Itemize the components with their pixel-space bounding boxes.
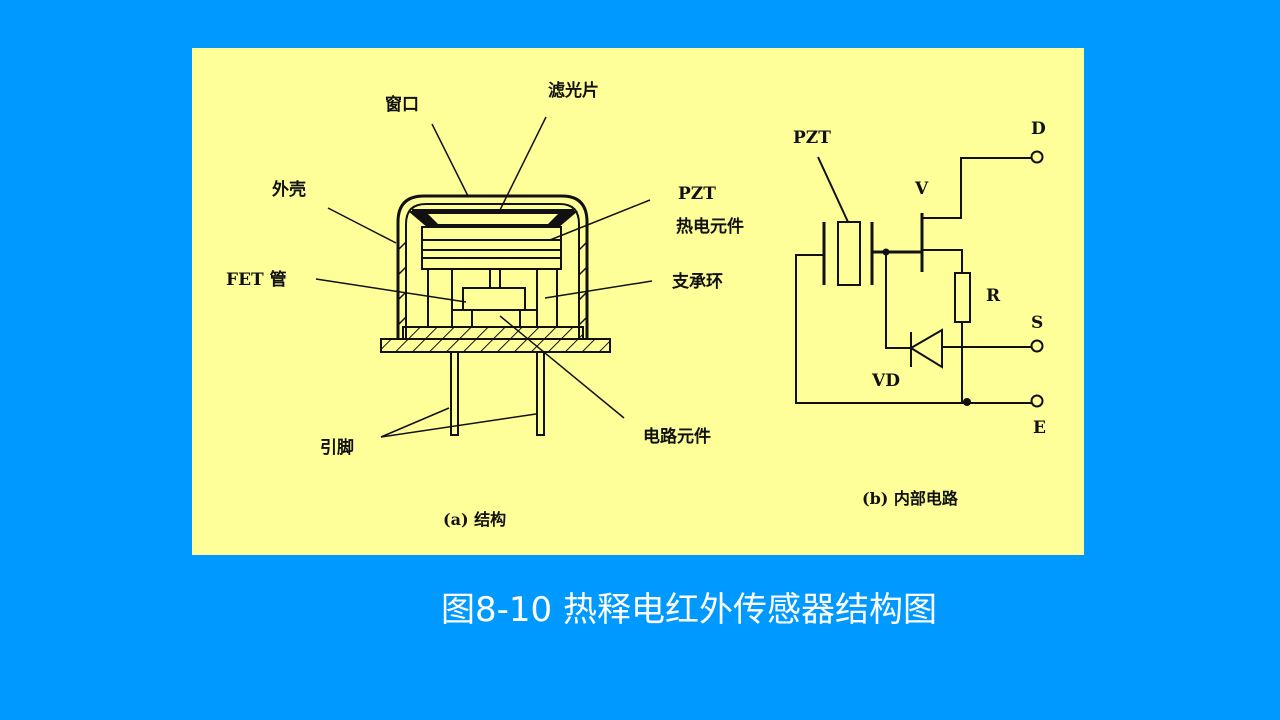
- diagram-canvas: 窗口 滤光片 外壳 PZT 热电元件 FET 管 支承环 引脚 电路元件 (a)…: [226, 80, 1046, 529]
- caption-structure: (a) 结构: [443, 510, 506, 529]
- support-ring: [427, 269, 558, 327]
- flange: [380, 338, 611, 353]
- label-filter: 滤光片: [548, 80, 599, 101]
- internal-circuit-drawing: PZT V R VD D S E (b) 内部电路: [793, 119, 1046, 508]
- label-pyro-element: 热电元件: [676, 216, 744, 237]
- label-r: R: [986, 286, 1001, 306]
- label-pins: 引脚: [320, 437, 354, 458]
- leader-lines: [315, 116, 653, 438]
- terminal-e: [1030, 394, 1044, 408]
- housing-inner: [405, 203, 580, 338]
- label-support-ring: 支承环: [672, 271, 723, 292]
- pzt-element: [421, 226, 562, 270]
- label-fet: FET 管: [226, 269, 287, 290]
- label-e: E: [1033, 418, 1046, 438]
- figure-caption: 图8-10 热释电红外传感器结构图: [441, 590, 937, 630]
- diode-triangle: [909, 328, 943, 369]
- pin-right: [536, 351, 545, 436]
- terminal-s: [1030, 339, 1044, 353]
- caption-circuit: (b) 内部电路: [862, 489, 959, 508]
- label-circuit-pzt: PZT: [793, 128, 831, 148]
- fet-block: [462, 287, 526, 311]
- label-v: V: [914, 179, 929, 199]
- label-shell: 外壳: [272, 179, 306, 200]
- circuit-block: [471, 309, 521, 328]
- label-vd: VD: [871, 371, 900, 391]
- resistor: [954, 272, 971, 323]
- label-s: S: [1031, 313, 1043, 333]
- housing-hatch: [397, 241, 588, 326]
- label-window: 窗口: [385, 94, 419, 115]
- pzt-crystal: [837, 221, 861, 286]
- label-pzt: PZT: [678, 184, 716, 204]
- pin-left: [450, 351, 459, 436]
- housing-outer: [396, 194, 589, 338]
- sensor-structure-drawing: 窗口 滤光片 外壳 PZT 热电元件 FET 管 支承环 引脚 电路元件 (a)…: [226, 80, 744, 529]
- label-d: D: [1031, 119, 1046, 139]
- terminal-d: [1030, 150, 1044, 164]
- base: [402, 326, 584, 340]
- label-circuit-element: 电路元件: [643, 426, 711, 447]
- figure-panel: 窗口 滤光片 外壳 PZT 热电元件 FET 管 支承环 引脚 电路元件 (a)…: [192, 48, 1084, 555]
